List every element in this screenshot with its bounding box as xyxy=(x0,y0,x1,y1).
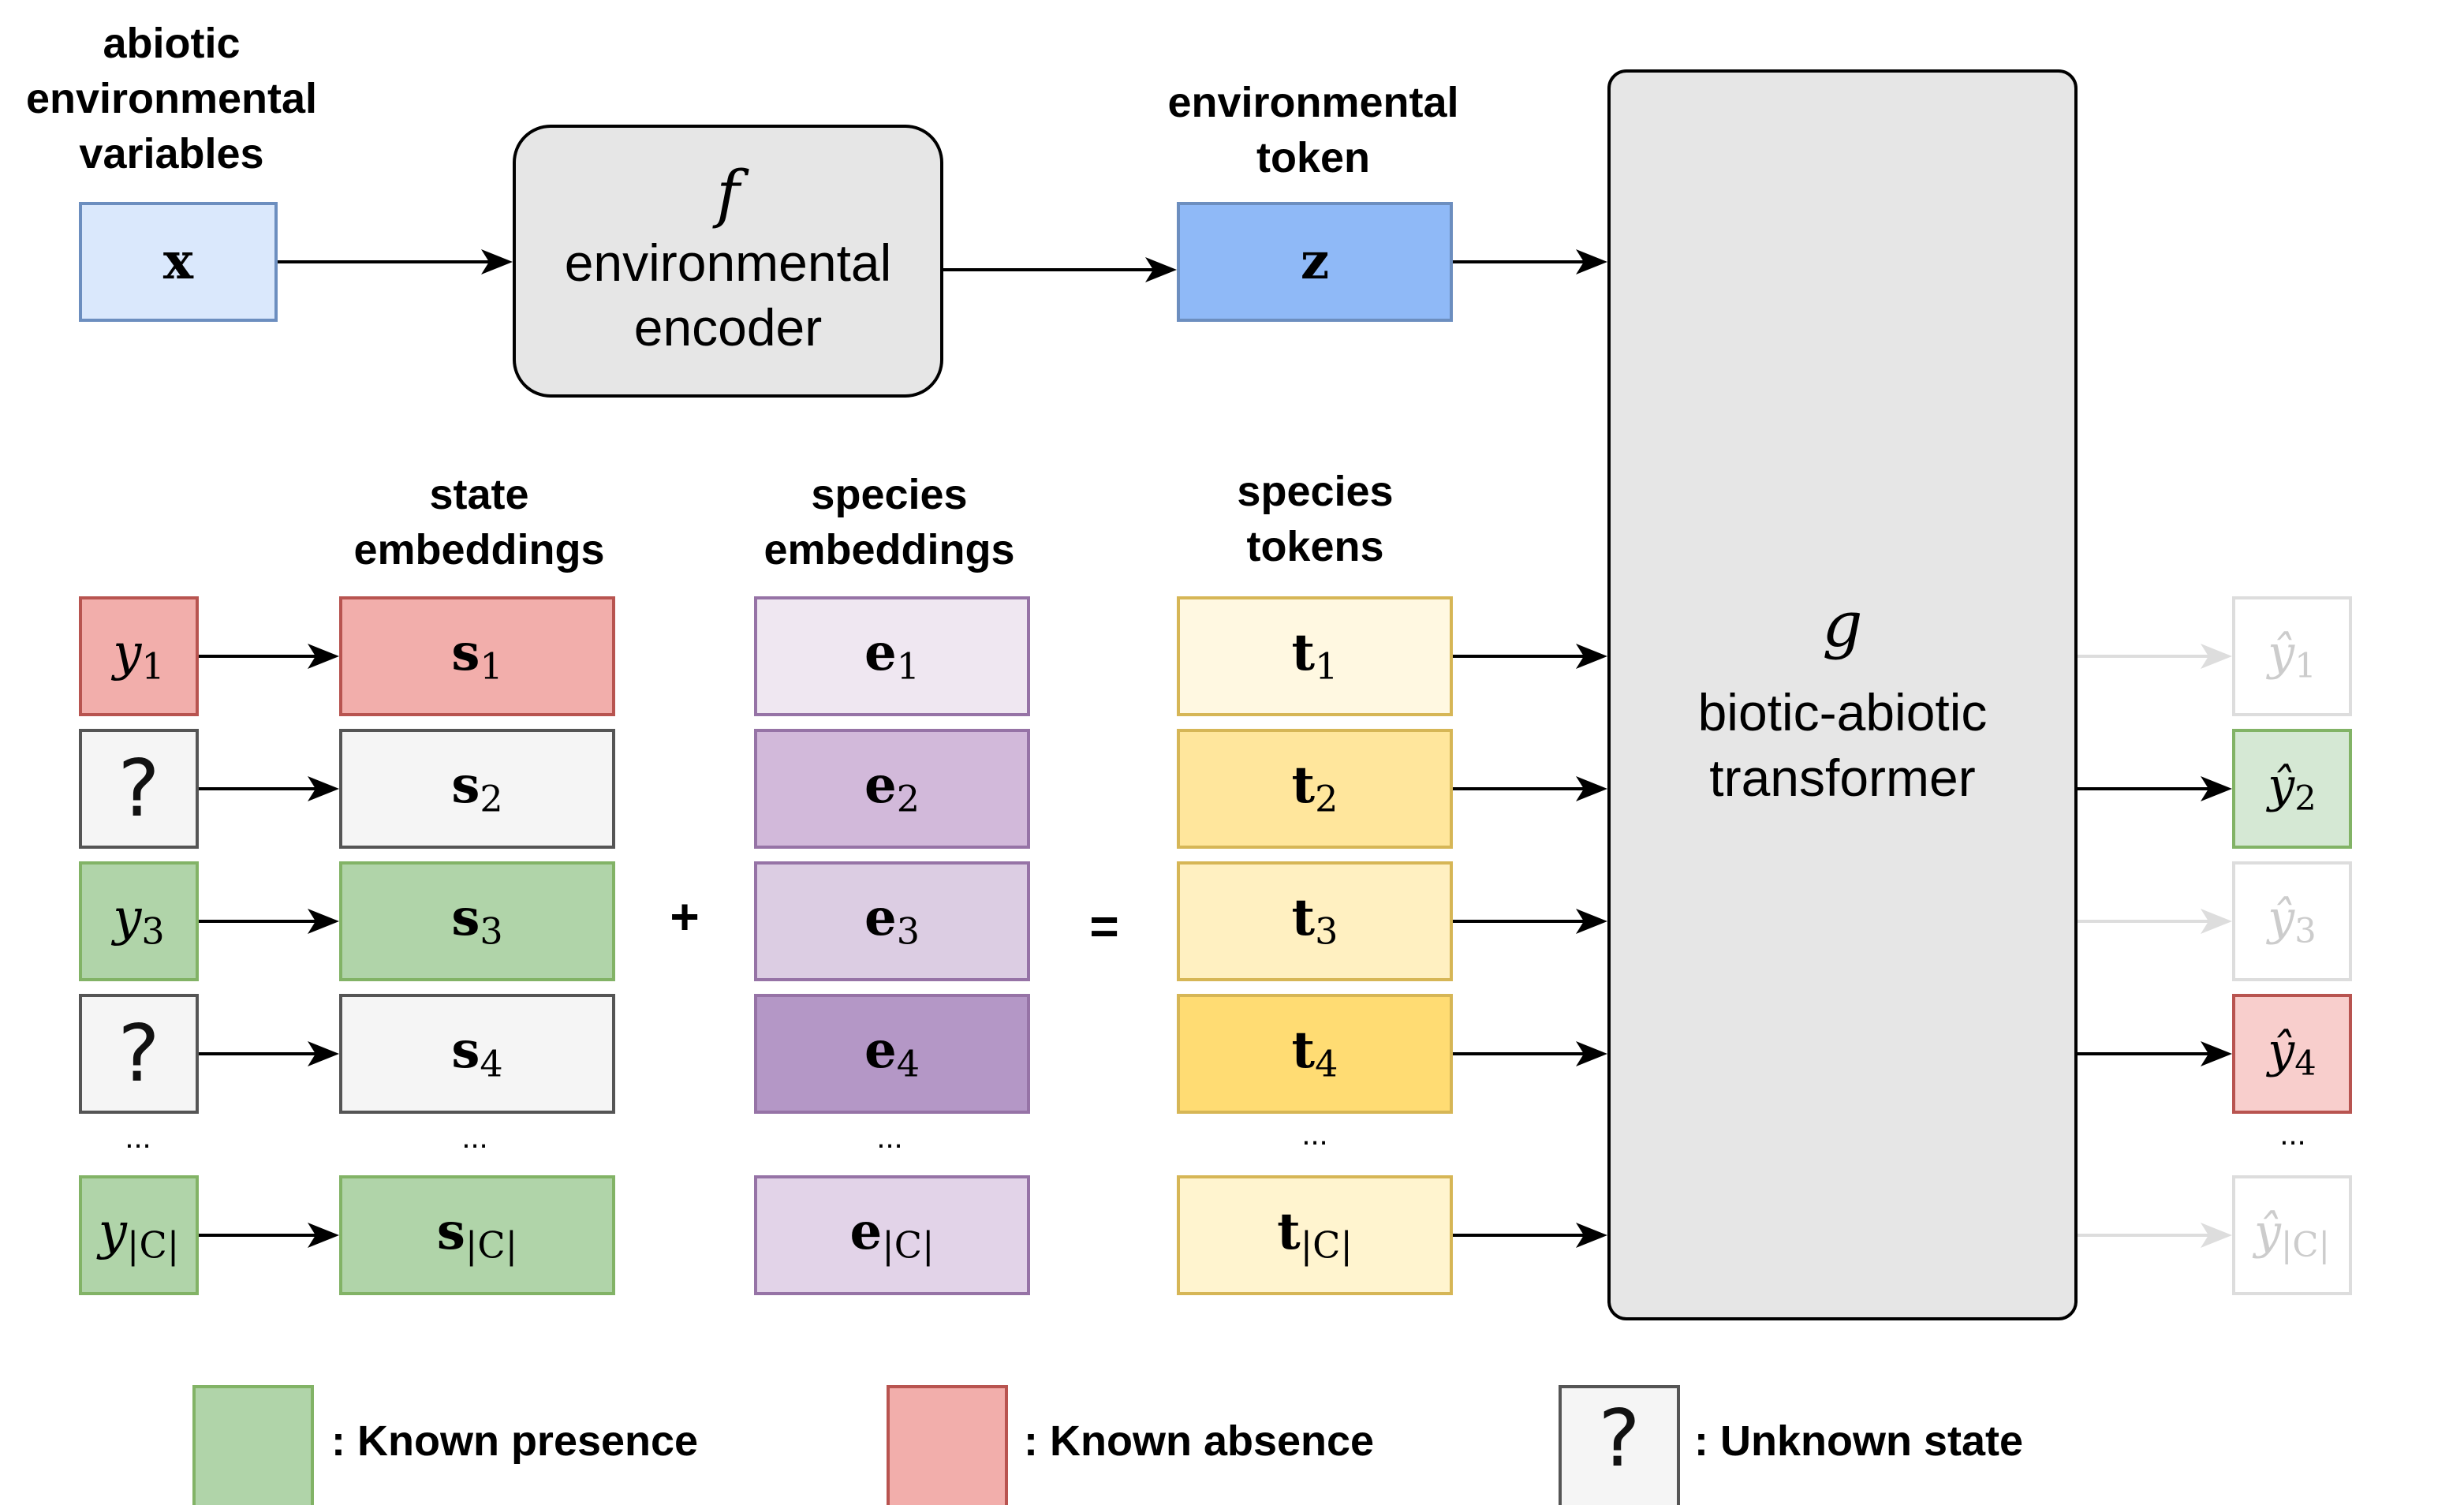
e-symbol: e4 xyxy=(864,1021,920,1085)
arrow-g-to-yhat-3 xyxy=(2078,909,2232,934)
s-symbol: s2 xyxy=(451,756,503,820)
environmental-token-box: z xyxy=(1177,202,1453,322)
yhat-ellipsis: ... xyxy=(2279,1117,2306,1152)
prediction-output-2: ŷ2 xyxy=(2232,729,2352,849)
t-ellipsis: ... xyxy=(1301,1117,1328,1152)
question-mark-icon: ? xyxy=(118,742,160,835)
arrow-x-to-encoder xyxy=(278,249,513,274)
e-ellipsis: ... xyxy=(876,1120,903,1155)
species-embedding-3: e3 xyxy=(754,861,1030,981)
prediction-output-4: ŷ4 xyxy=(2232,994,2352,1114)
arrow-y-to-s-5 xyxy=(199,1223,339,1248)
e-symbol: e1 xyxy=(864,623,920,688)
e-symbol: e2 xyxy=(864,756,920,820)
legend-presence-swatch xyxy=(192,1385,314,1505)
species-state-input-4: ? xyxy=(79,994,199,1114)
species-embedding-2: e2 xyxy=(754,729,1030,849)
y-symbol: y|C| xyxy=(98,1203,180,1267)
legend-absence-label: : Known absence xyxy=(1024,1417,1375,1465)
arrow-g-to-yhat-1 xyxy=(2078,644,2232,669)
arrow-y-to-s-1 xyxy=(199,644,339,669)
legend-unknown-label: : Unknown state xyxy=(1694,1417,2024,1465)
e-symbol: e3 xyxy=(864,888,920,953)
abiotic-variables-label: abiotic environmental variables xyxy=(25,20,318,178)
t-symbol: t4 xyxy=(1291,1021,1338,1085)
state-embedding-2: s2 xyxy=(339,729,615,849)
y-symbol: y3 xyxy=(113,889,165,953)
arrow-g-to-yhat-2 xyxy=(2078,776,2232,801)
abiotic-variable-box: x xyxy=(79,202,278,322)
arrow-y-to-s-3 xyxy=(199,909,339,934)
yhat-symbol: ŷ1 xyxy=(2268,625,2317,686)
species-embedding-4: e4 xyxy=(754,994,1030,1114)
equals-operator: = xyxy=(1089,898,1119,954)
yhat-symbol: ŷ2 xyxy=(2268,757,2317,819)
arrow-z-to-transformer xyxy=(1453,249,1607,274)
state-embedding-4: s4 xyxy=(339,994,615,1114)
species-state-input-5: y|C| xyxy=(79,1175,199,1295)
legend-presence-label: : Known presence xyxy=(331,1417,699,1465)
arrow-t-to-g-4 xyxy=(1453,1041,1607,1066)
prediction-output-1: ŷ1 xyxy=(2232,596,2352,716)
arrow-t-to-g-5 xyxy=(1453,1223,1607,1248)
e-symbol: e|C| xyxy=(849,1202,935,1267)
environmental-token-label: environmental token xyxy=(1167,79,1459,182)
prediction-output-5: ŷ|C| xyxy=(2232,1175,2352,1295)
arrow-t-to-g-1 xyxy=(1453,644,1607,669)
species-state-input-2: ? xyxy=(79,729,199,849)
arrow-t-to-g-3 xyxy=(1453,909,1607,934)
species-embeddings-label: species embeddings xyxy=(763,471,1015,574)
arrow-t-to-g-2 xyxy=(1453,776,1607,801)
encoder-text: environmental encoder xyxy=(564,233,892,357)
s-symbol: s|C| xyxy=(436,1202,518,1267)
encoder-symbol: f xyxy=(716,156,740,230)
question-mark-icon: ? xyxy=(1598,1392,1641,1484)
yhat-symbol: ŷ|C| xyxy=(2253,1204,2331,1265)
arrow-g-to-yhat-4 xyxy=(2078,1041,2232,1066)
species-state-input-1: y1 xyxy=(79,596,199,716)
yhat-symbol: ŷ3 xyxy=(2268,890,2317,951)
yhat-symbol: ŷ4 xyxy=(2268,1022,2317,1084)
s-ellipsis: ... xyxy=(461,1120,488,1155)
arrow-g-to-yhat-5 xyxy=(2078,1223,2232,1248)
transformer-symbol: g xyxy=(1822,588,1863,661)
state-embedding-5: s|C| xyxy=(339,1175,615,1295)
species-token-4: t4 xyxy=(1177,994,1453,1114)
plus-operator: + xyxy=(670,888,700,945)
arrow-encoder-to-z xyxy=(943,257,1177,282)
question-mark-icon: ? xyxy=(118,1007,160,1100)
z-symbol: z xyxy=(1300,232,1330,291)
t-symbol: t|C| xyxy=(1277,1202,1353,1267)
species-token-2: t2 xyxy=(1177,729,1453,849)
state-embedding-1: s1 xyxy=(339,596,615,716)
species-token-3: t3 xyxy=(1177,861,1453,981)
species-embedding-1: e1 xyxy=(754,596,1030,716)
s-symbol: s4 xyxy=(451,1021,503,1085)
state-embeddings-label: state embeddings xyxy=(353,471,605,574)
s-symbol: s1 xyxy=(451,623,503,688)
environmental-encoder-box: f environmental encoder xyxy=(513,125,943,398)
transformer-text: biotic-abiotic transformer xyxy=(1697,683,1988,807)
species-token-1: t1 xyxy=(1177,596,1453,716)
species-tokens-label: species tokens xyxy=(1237,468,1394,571)
species-token-5: t|C| xyxy=(1177,1175,1453,1295)
species-embedding-5: e|C| xyxy=(754,1175,1030,1295)
s-symbol: s3 xyxy=(451,888,503,953)
t-symbol: t1 xyxy=(1291,623,1338,688)
prediction-output-3: ŷ3 xyxy=(2232,861,2352,981)
legend-absence-swatch xyxy=(887,1385,1008,1505)
t-symbol: t2 xyxy=(1291,756,1338,820)
y-ellipsis: ... xyxy=(125,1120,151,1155)
arrow-y-to-s-4 xyxy=(199,1041,339,1066)
state-embedding-3: s3 xyxy=(339,861,615,981)
biotic-abiotic-transformer-box: g biotic-abiotic transformer xyxy=(1607,69,2078,1320)
y-symbol: y1 xyxy=(113,624,165,688)
t-symbol: t3 xyxy=(1291,888,1338,953)
species-state-input-3: y3 xyxy=(79,861,199,981)
x-symbol: x xyxy=(162,232,194,291)
arrow-y-to-s-2 xyxy=(199,776,339,801)
legend-unknown-swatch: ? xyxy=(1559,1385,1680,1505)
